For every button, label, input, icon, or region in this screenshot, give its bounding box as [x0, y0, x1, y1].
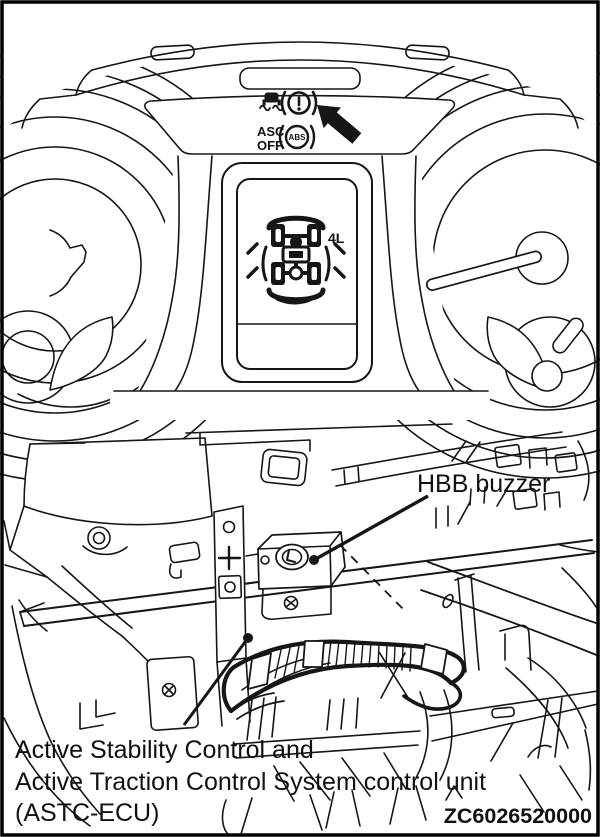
abs-text: ABS [289, 133, 307, 142]
hbb-buzzer-leader-line [309, 494, 429, 611]
abs-warning-icon: ABS [278, 124, 316, 150]
dash-top-structure [185, 423, 453, 487]
gauge-needle [425, 250, 543, 291]
hbb-buzzer-assembly [245, 531, 346, 621]
wiring-harness [221, 639, 466, 720]
astc-ecu-leader-line [182, 633, 253, 726]
hood-slot [239, 67, 361, 90]
off-text: OFF [257, 138, 283, 153]
astc-label-line1: Active Stability Control and [15, 736, 314, 764]
multi-information-display: 4L [221, 162, 373, 383]
grommet [87, 526, 111, 550]
gauge-hub-left [49, 229, 87, 297]
mounting-strut [213, 505, 251, 727]
hood-notch-right [405, 44, 450, 61]
traction-control-icon [259, 92, 284, 112]
vent-opening [260, 448, 308, 487]
asc-off-label: ASC OFF [257, 124, 285, 153]
harness-clip [168, 541, 201, 564]
dashboard-illustration: HBB buzzer Active Stability Control and … [3, 423, 600, 837]
lower-dash-structure [3, 599, 463, 837]
cluster-hood [21, 41, 579, 129]
astc-label-line3: (ASTC-ECU) [15, 799, 159, 827]
center-console-bezel [139, 155, 455, 392]
bracket-plate [79, 655, 199, 731]
asc-text: ASC [257, 124, 285, 139]
4wd-drivetrain-icon [246, 215, 346, 305]
instrument-cluster-illustration: ASC OFF ABS [0, 2, 600, 482]
astc-ecu-label: Active Stability Control and Active Trac… [15, 736, 486, 827]
bezel-lens-left [49, 316, 114, 391]
warning-light-panel: ASC OFF ABS [144, 90, 456, 155]
drive-mode-4l-label: 4L [328, 230, 345, 246]
astc-label-line2: Active Traction Control System control u… [15, 768, 486, 796]
brake-warning-icon [280, 90, 318, 116]
glovebox-frame [331, 431, 590, 529]
hbb-buzzer-label: HBB buzzer [417, 470, 550, 498]
hood-notch-left [150, 44, 195, 61]
dashboard-side-panel [3, 437, 213, 709]
indicator-arrow-icon [317, 105, 362, 144]
part-number: ZC6026520000 [444, 804, 592, 828]
